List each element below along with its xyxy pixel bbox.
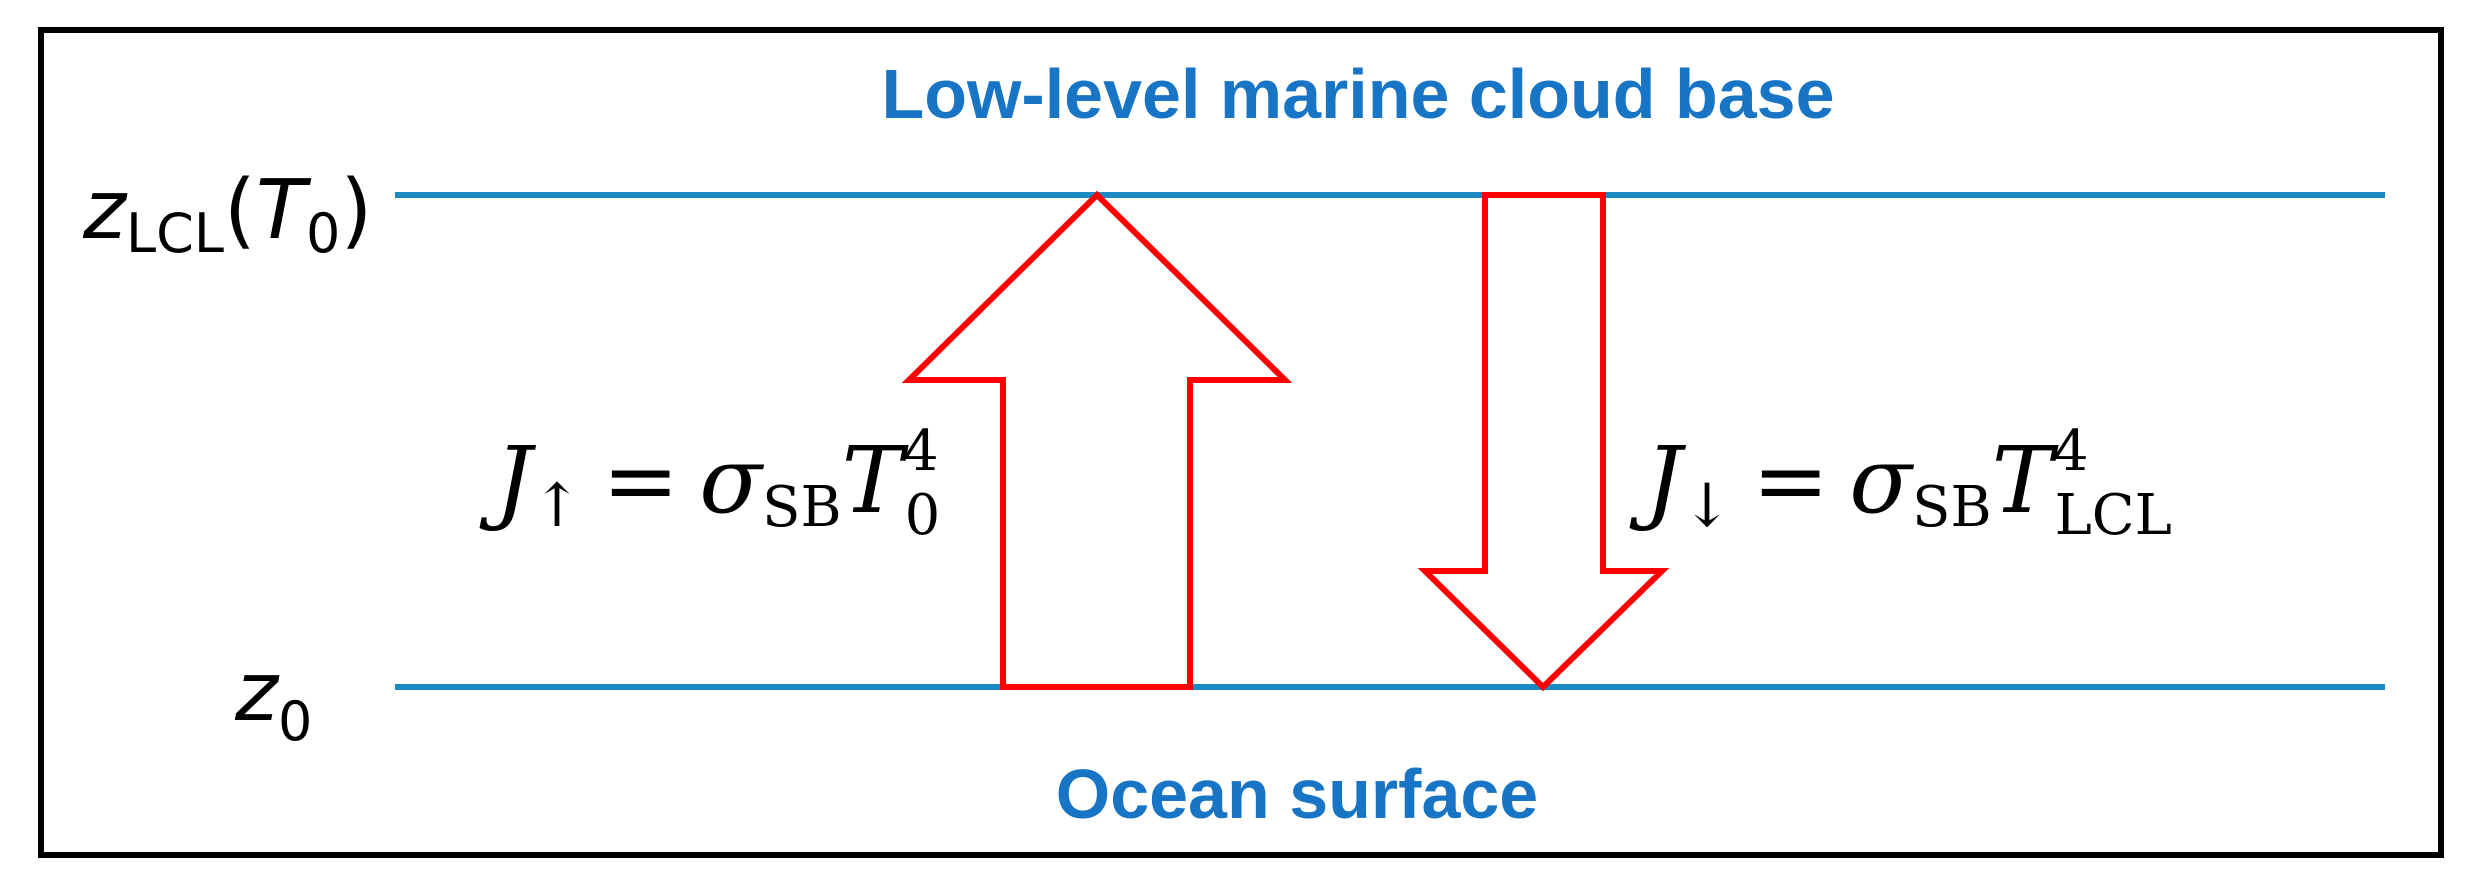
downward-flux-sigma: σ [1849, 427, 1914, 534]
ocean-surface-label: Ocean surface [1056, 755, 1538, 833]
upper-level-symbol: z [82, 163, 128, 258]
lower-level-label: z0 [234, 645, 312, 753]
downward-flux-sigma-subscript: SB [1912, 475, 1992, 540]
upward-flux-sigma-subscript: SB [762, 475, 842, 540]
lower-level-symbol: z [234, 645, 280, 740]
cloud-base-label: Low-level marine cloud base [881, 55, 1834, 133]
upper-level-paren-open: ( [224, 163, 256, 258]
upward-flux-equals: = [602, 427, 679, 534]
upper-level-paren-close: ) [340, 163, 372, 258]
diagram-frame [38, 27, 2444, 858]
downward-flux-equals: = [1752, 427, 1829, 534]
downward-flux-arrow-icon [1417, 192, 1670, 692]
upper-level-subscript: LCL [126, 202, 224, 265]
upward-flux-temperature-subscript: 0 [905, 483, 941, 548]
upper-level-arg-subscript: 0 [306, 202, 340, 265]
downward-flux-exponent: 4 [2053, 419, 2089, 484]
upper-level-arg-symbol: T [256, 163, 312, 258]
upward-flux-arrow-icon [901, 190, 1293, 690]
upward-flux-temperature: T [842, 427, 909, 534]
upper-level-label: zLCL(T0) [82, 163, 372, 265]
upward-flux-sigma: σ [699, 427, 764, 534]
downward-flux-temperature: T [1992, 427, 2059, 534]
upward-flux-exponent: 4 [903, 419, 939, 484]
lower-level-subscript: 0 [278, 690, 312, 753]
upward-flux-arrow-subscript: ↑ [532, 471, 582, 541]
downward-flux-temperature-subscript: LCL [2055, 483, 2172, 548]
downward-flux-arrow-subscript: ↓ [1682, 471, 1732, 541]
